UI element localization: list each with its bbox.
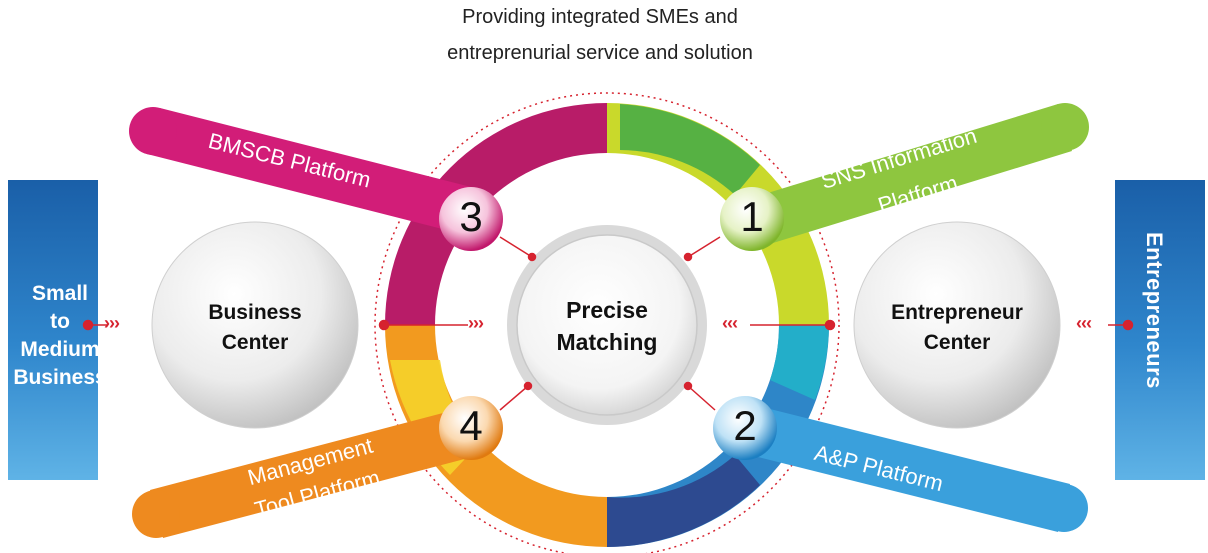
band-1-sns: [745, 103, 1089, 247]
entrepreneur-center-line-2: Center: [923, 331, 991, 354]
arrow-business-to-center: ›››: [468, 313, 484, 333]
ball-3: [439, 187, 503, 251]
business-center-line-1: Business: [208, 301, 302, 324]
ring-segment-navy: [607, 455, 760, 547]
diagram-title-line-2: entreprenurial service and solution: [447, 42, 753, 64]
smb-label-line-2: to: [50, 310, 70, 333]
entrepreneur-center-line-1: Entrepreneur: [891, 301, 1023, 324]
arrow-entrepreneurs-to-center: ‹‹‹: [1076, 313, 1092, 333]
ball-4: [439, 396, 503, 460]
ring-segment-magenta: [385, 103, 607, 325]
platform-number-2: 2: [733, 402, 757, 449]
smb-label-line-1: Small: [31, 282, 89, 305]
entrepreneurs-sidebar: Entrepreneurs: [1115, 180, 1205, 480]
band-4-management: [132, 408, 476, 538]
smb-sidebar: [8, 180, 98, 480]
arrow-entrepreneur-to-center: ‹‹‹: [722, 313, 738, 333]
connector-lines: [82, 236, 1134, 411]
band-3-bmscb: [129, 107, 475, 234]
precise-matching-circle: [516, 234, 698, 416]
platform-number-1: 1: [740, 193, 764, 240]
entrepreneur-center-circle: [853, 221, 1061, 429]
entrepreneurs-label: Entrepreneurs: [1142, 232, 1167, 389]
ring-segment-yellow-green: [607, 103, 829, 325]
platform-number-3: 3: [459, 193, 483, 240]
ball-1: [720, 187, 784, 251]
smb-label: Small to Medium Business: [8, 280, 112, 392]
ball-2: [713, 396, 777, 460]
diagram-title-line-1: Providing integrated SMEs and: [462, 6, 738, 28]
band-2-ap: [746, 406, 1088, 532]
ring-segment-green: [620, 104, 760, 195]
smb-label-line-4: Business: [13, 366, 107, 389]
precise-matching-label: Precise Matching: [537, 294, 677, 358]
entrepreneur-center-label: Entrepreneur Center: [872, 298, 1042, 358]
precise-matching-line-1: Precise: [566, 297, 648, 323]
arrow-smb-to-business: ›››: [104, 313, 120, 333]
precise-matching-line-2: Matching: [556, 329, 658, 355]
outer-dotted-ring: [374, 92, 840, 553]
smb-label-line-3: Medium: [20, 338, 100, 361]
business-center-line-2: Center: [221, 331, 289, 354]
ring-segment-teal: [770, 325, 829, 400]
business-center-label: Business Center: [175, 298, 335, 358]
platform-number-4: 4: [459, 402, 483, 449]
business-center-circle: [151, 221, 359, 429]
